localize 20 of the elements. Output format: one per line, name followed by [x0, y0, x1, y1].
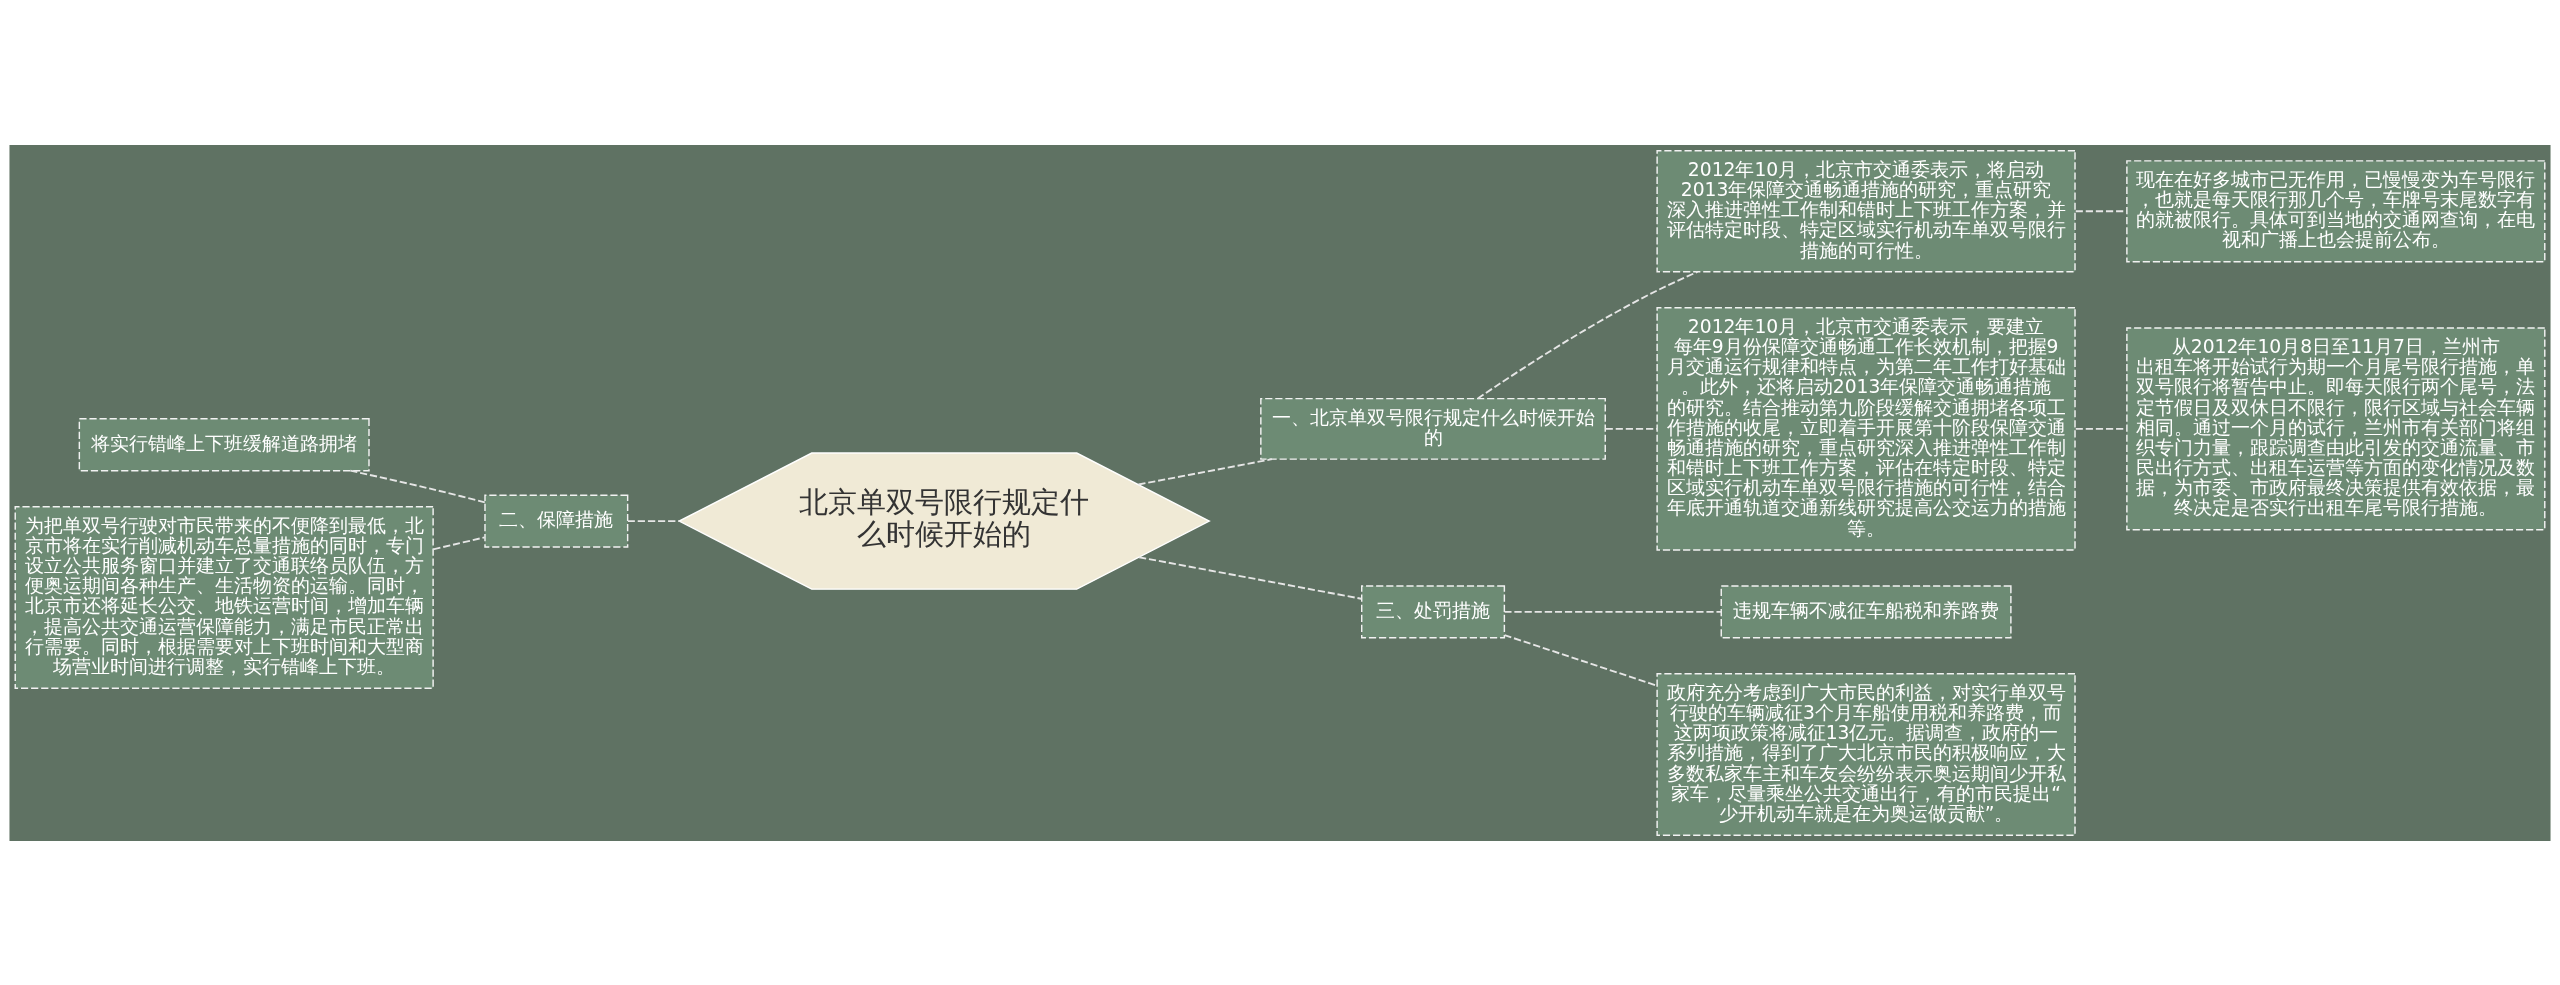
connector [1604, 427, 1658, 430]
node-box: 从2012年10月8日至11月7日，兰州市出租车将开始试行为期一个月尾号限行措施，单双号限行将暂告中止。即每天限行两个尾号，法定节假日及双休日不限行，限行区域与社会车辆相同。通过一个月的试行，兰州市有关部门将组织专门力量，跟踪调查由此引发的交通流量、市民出行方式、出租车运营等方面的变化情况及数据，为市委、市政府最终决策提供有效依据，最终决定是否实行出租车尾号限行措施。 [2126, 326, 2546, 530]
node-box: 2012年10月，北京市交通委表示，将启动2013年保障交通畅通措施的研究，重点研究深入推进弹性工作制和错时上下班工作方案，并评估特定时段、特定区域实行机动车单双号限行措施的可行性。 [1656, 149, 2076, 273]
connector [1503, 610, 1722, 613]
node-box: 二、保障措施 [484, 493, 629, 548]
connector [627, 519, 681, 522]
node-box: 现在在好多城市已无作用，已慢慢变为车号限行，也就是每天限行那几个号，车牌号末尾数字有的就被限行。具体可到当地的交通网查询，在电视和广播上也会提前公布。 [2126, 159, 2546, 262]
node-box: 违规车辆不减征车船税和养路费 [1720, 584, 2012, 639]
connector [1476, 270, 1699, 399]
node-box: 为把单双号行驶对市民带来的不便降到最低，北京市将在实行削减机动车总量措施的同时，专门设立公共服务窗口并建立了交通联络员队伍，方便奥运期间各种生产、生活物资的运输。同时，北京市还将延长公交、地铁运营时间，增加车辆，提高公共交通运营保障能力，满足市民正常出行需要。同时，根据需要对上下班时间和大型商场营业时间进行调整，实行错峰上下班。 [14, 505, 434, 689]
connector [1138, 555, 1363, 600]
connector [349, 469, 486, 503]
connector [1137, 457, 1273, 485]
node-box: 三、处罚措施 [1361, 584, 1506, 639]
node-box: 一、北京单双号限行规定什么时候开始的 [1260, 397, 1606, 460]
connector [432, 535, 486, 550]
node-box: 政府充分考虑到广大市民的利益，对实行单双号行驶的车辆减征3个月车船使用税和养路费，而这两项政策将减征13亿元。据调查，政府的一系列措施，得到了广大北京市民的积极响应，大多数私家车主和车友会纷纷表示奥运期间少开私家车，尽量乘坐公共交通出行，有的市民提出“少开机动车就是在为奥运做贡献”。 [1656, 672, 2076, 836]
node-box: 2012年10月，北京市交通委表示，要建立每年9月份保障交通畅通工作长效机制，把握9月交通运行规律和特点，为第二年工作打好基础。此外，还将启动2013年保障交通畅通措施的研究。结合推动第九阶段缓解交通拥堵各项工作措施的收尾，立即着手开展第十阶段保障交通畅通措施的研究，重点研究深入推进弹性工作制和错时上下班工作方案，评估在特定时段、特定区域实行机动车单双号限行措施的可行性，结合年底开通轨道交通新线研究提高公交运力的措施等。 [1656, 306, 2076, 551]
connector [1503, 633, 1658, 687]
node-box: 将实行错峰上下班缓解道路拥堵 [78, 417, 370, 471]
